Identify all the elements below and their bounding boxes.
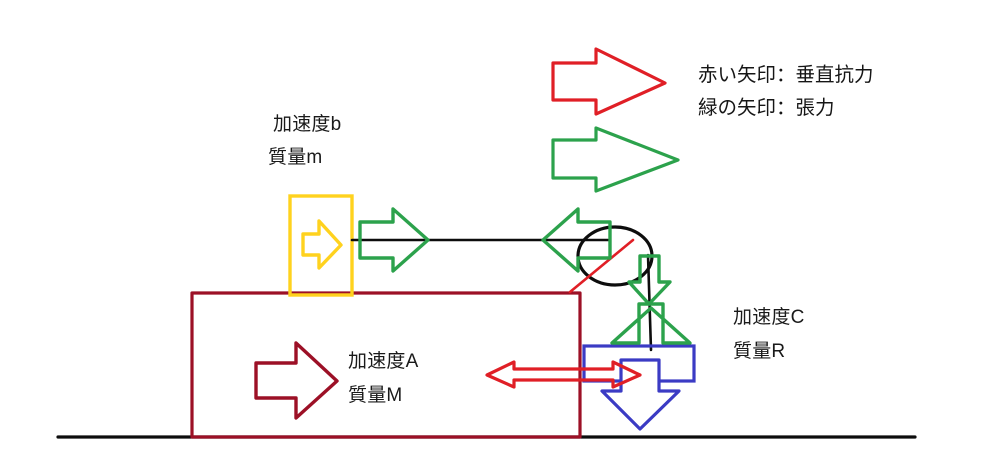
- top-block-acceleration-label: 加速度b: [273, 114, 342, 135]
- big-block-mass-label: 質量M: [348, 385, 403, 406]
- big-block-acceleration-arrow: [254, 341, 339, 420]
- tension-arrow-up-hanging: [610, 302, 692, 345]
- big-block-acceleration-label: 加速度A: [348, 351, 419, 372]
- normal-force-double-arrow: [485, 360, 642, 389]
- pulley-spoke-line: [568, 238, 635, 294]
- green-arrow-swatch: [551, 126, 680, 193]
- top-block-acceleration-arrow: [301, 219, 343, 270]
- hanging-block-weight-arrow: [600, 358, 681, 431]
- tension-arrow-left-pulley: [541, 207, 612, 273]
- hanging-block-acceleration-label: 加速度C: [733, 307, 805, 328]
- legend-green-arrow-label: 緑の矢印：張力: [698, 97, 835, 119]
- hanging-block-mass-label: 質量R: [733, 341, 786, 362]
- tension-arrow-down-pulley: [627, 254, 672, 306]
- red-arrow-swatch: [551, 47, 667, 116]
- legend-red-arrow-label: 赤い矢印：垂直抗力: [698, 64, 874, 86]
- top-block-mass-label: 質量m: [268, 147, 323, 168]
- big-block-outline: [190, 291, 582, 439]
- tension-arrow-right-top: [358, 207, 430, 273]
- top-block-outline: [288, 194, 354, 297]
